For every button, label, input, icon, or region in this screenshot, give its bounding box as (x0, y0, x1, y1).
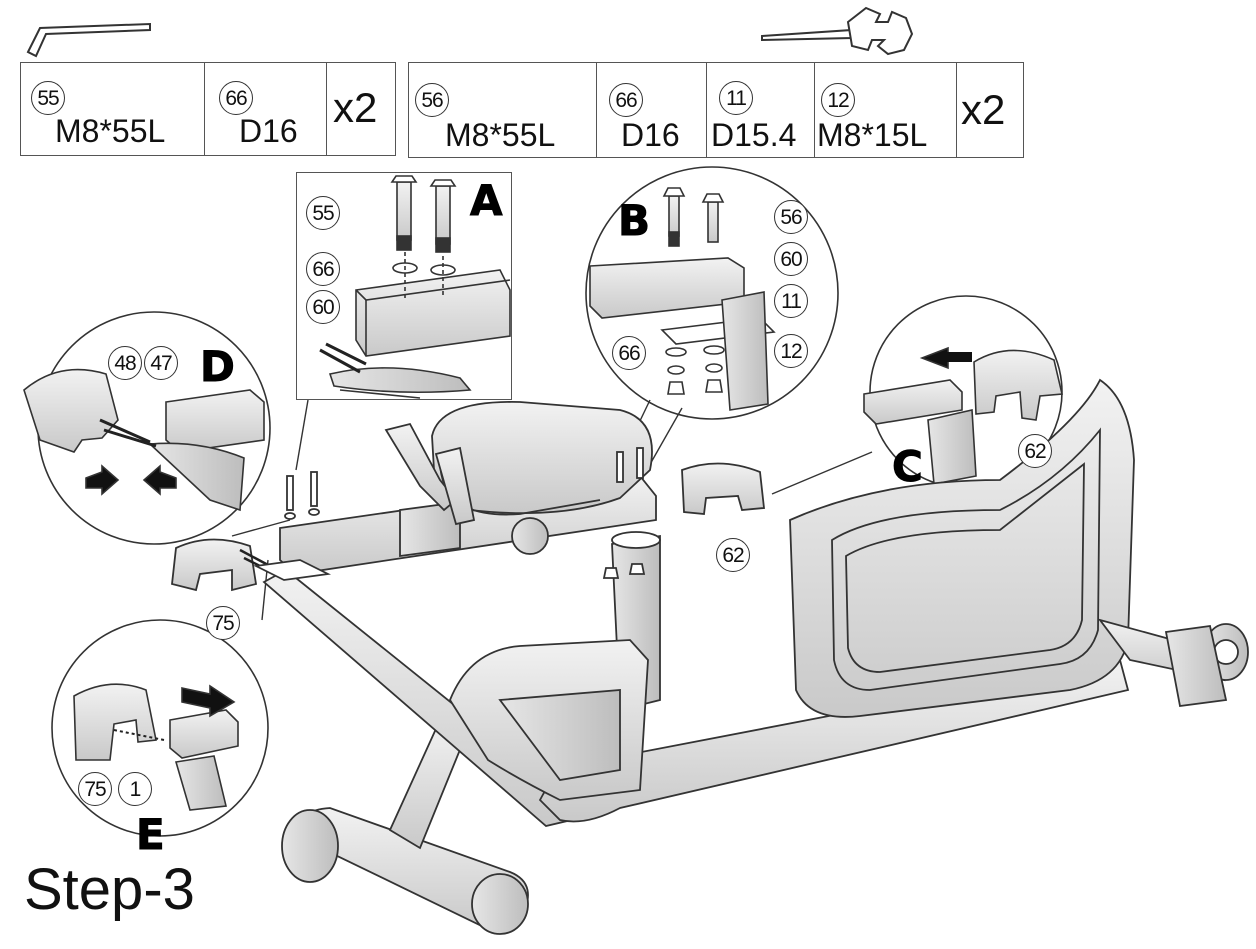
detail-c-art (863, 346, 1063, 485)
detail-b-label-56: 56 (774, 200, 808, 234)
detail-e-label-1: 1 (118, 772, 152, 806)
main-label-62: 62 (716, 538, 750, 572)
allen-key-icon (26, 22, 151, 58)
cell-nut-12: 12 M8*15L (815, 63, 957, 157)
part-label-66: 66 (219, 81, 253, 115)
detail-b-art (589, 187, 776, 411)
part-label-66b: 66 (609, 83, 643, 117)
detail-d-art (23, 368, 265, 512)
detail-a-label-55: 55 (306, 196, 340, 230)
cell-washer-66: 66 D16 (205, 63, 327, 155)
spec-bolt-56: M8*55L (445, 117, 556, 153)
step-title: Step-3 (24, 857, 195, 922)
spec-washer-66: D16 (239, 113, 298, 149)
detail-b-letter: B (617, 196, 651, 245)
cell-spring-washer-11: 11 D15.4 (707, 63, 815, 157)
cell-bolt-56: 56 M8*55L (409, 63, 597, 157)
spec-bolt-55: M8*55L (55, 113, 166, 149)
detail-a-label-60: 60 (306, 290, 340, 324)
detail-a-art (319, 175, 511, 399)
detail-a-label-66: 66 (306, 252, 340, 286)
hardware-table-right: 56 M8*55L 66 D16 11 D15.4 12 M8*15L x2 (408, 62, 1024, 158)
spec-spring-washer-11: D15.4 (711, 117, 797, 153)
detail-e-letter: E (136, 810, 166, 859)
part-label-12: 12 (821, 83, 855, 117)
detail-e-label-75: 75 (78, 772, 112, 806)
hardware-table-left: 55 M8*55L 66 D16 x2 (20, 62, 396, 156)
detail-b-label-12: 12 (774, 334, 808, 368)
detail-d-label-48: 48 (108, 346, 142, 380)
spec-washer-66b: D16 (621, 117, 680, 153)
part-label-55: 55 (31, 81, 65, 115)
quantity-right: x2 (961, 86, 1006, 133)
detail-d-letter: D (200, 342, 236, 391)
cell-washer-66b: 66 D16 (597, 63, 707, 157)
spec-nut-12: M8*15L (817, 117, 928, 153)
detail-b-label-66: 66 (612, 336, 646, 370)
detail-e-art (73, 683, 239, 811)
part-label-56: 56 (415, 83, 449, 117)
quantity-left: x2 (333, 84, 378, 131)
detail-b-label-11: 11 (774, 284, 808, 318)
detail-d-label-47: 47 (144, 346, 178, 380)
cell-qty-left: x2 (327, 63, 395, 155)
detail-a-box (296, 172, 512, 400)
detail-c-label-62: 62 (1018, 434, 1052, 468)
detail-b-label-60: 60 (774, 242, 808, 276)
wrench-icon (761, 6, 914, 56)
bike-frame (171, 378, 1249, 935)
cell-bolt-55: 55 M8*55L (21, 63, 205, 155)
cell-qty-right: x2 (957, 63, 1023, 157)
main-label-75: 75 (206, 606, 240, 640)
detail-a-letter: A (470, 176, 504, 225)
detail-c-letter: C (892, 442, 924, 491)
part-label-11: 11 (719, 81, 753, 115)
